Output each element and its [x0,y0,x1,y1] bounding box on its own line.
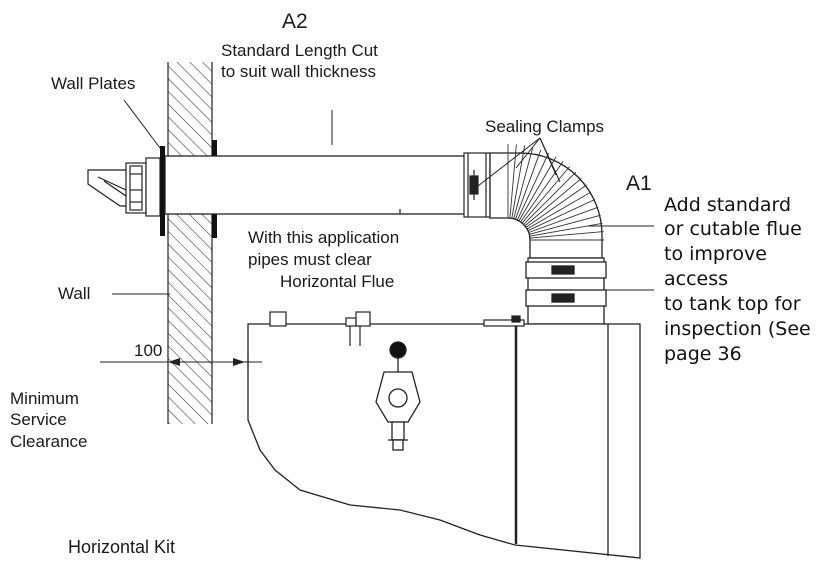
wall-section [167,62,213,424]
elbow-corrugation [515,149,542,220]
label-sealing-clamps: Sealing Clamps [485,117,605,136]
elbow-corrugation [525,184,587,228]
elbow-corrugation [527,198,596,232]
elbow-corrugation [528,206,599,233]
note-line-7: page 36 [664,343,742,365]
label-a2-line1: Standard Length Cut [221,41,378,60]
note-line-4: access [664,268,729,290]
tank-top-fittings [269,311,525,346]
clearance-dimension [100,352,262,372]
label-min-line1: Minimum [10,389,79,408]
label-a2: A2 [282,10,308,33]
elbow-corrugation [520,161,564,223]
note-line-6: inspection (See [664,318,811,340]
elbow-corrugation [521,166,571,224]
leader-lines [112,99,654,295]
elbow-corrugation [529,231,604,239]
caption-horizontal-kit: Horizontal Kit [68,537,176,557]
tank-body [247,323,641,559]
flue-elbow [489,152,603,259]
vertical-flue-pipe [525,257,607,325]
label-clear-line1: With this application [248,228,400,247]
note-line-2: or cutable flue [664,218,802,240]
note-line-5: to tank top for [664,293,801,315]
elbow-corrugations [507,144,604,241]
label-dim-100: 100 [134,341,163,360]
label-a2-line2: to suit wall thickness [221,62,376,81]
label-wall: Wall [58,284,91,303]
label-a1: A1 [626,172,652,195]
sealing-clamp-horizontal [463,152,491,218]
label-wall-plates: Wall Plates [51,74,136,93]
label-clear-line2: pipes must clear [248,250,372,269]
flue-terminal [87,157,161,217]
elbow-corrugation [526,191,592,230]
label-min-line3: Clearance [10,432,88,451]
elbow-corrugation [513,147,534,219]
elbow-corrugation [524,177,582,227]
elbow-corrugation [516,152,550,221]
elbow-corrugation [518,156,557,222]
note-line-3: to improve [664,243,767,265]
elbow-corrugation [529,214,601,235]
label-clear-line3: Horizontal Flue [280,272,395,291]
note-line-1: Add standard [664,194,792,216]
label-min-line2: Service [10,410,67,429]
elbow-corrugation [511,145,526,219]
elbow-corrugation [523,171,577,225]
horizontal-flue-pipe [164,155,466,215]
elbow-corrugation [529,222,603,237]
float-valve [375,341,421,451]
